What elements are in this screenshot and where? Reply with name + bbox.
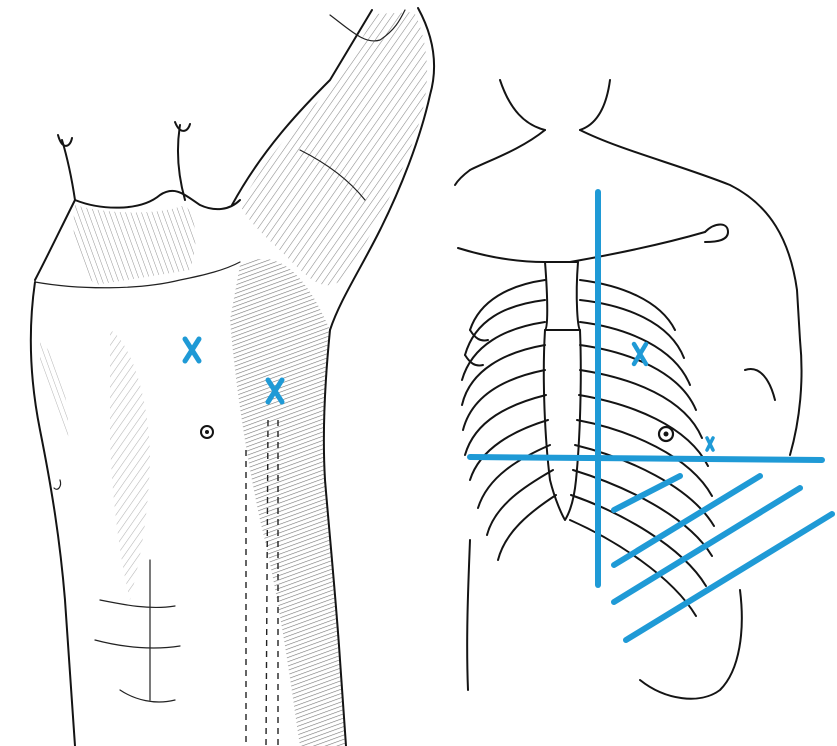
left-panel-chest-drawing [31, 8, 434, 746]
torso-left-edge [31, 282, 75, 746]
ribs-right [570, 280, 714, 616]
neck-outline [62, 125, 185, 200]
neck-outline [500, 80, 610, 130]
x-marker-icon [707, 438, 713, 450]
sternum [545, 262, 580, 330]
right-panel-rib-cage [455, 80, 832, 699]
x-marker-icon [185, 339, 199, 361]
shoulder-outline [35, 200, 75, 280]
collar-outline [75, 191, 240, 209]
right-arm-outline [745, 340, 802, 455]
ribs-left [462, 280, 556, 560]
side-shading [230, 259, 346, 746]
clavicle [458, 232, 705, 262]
